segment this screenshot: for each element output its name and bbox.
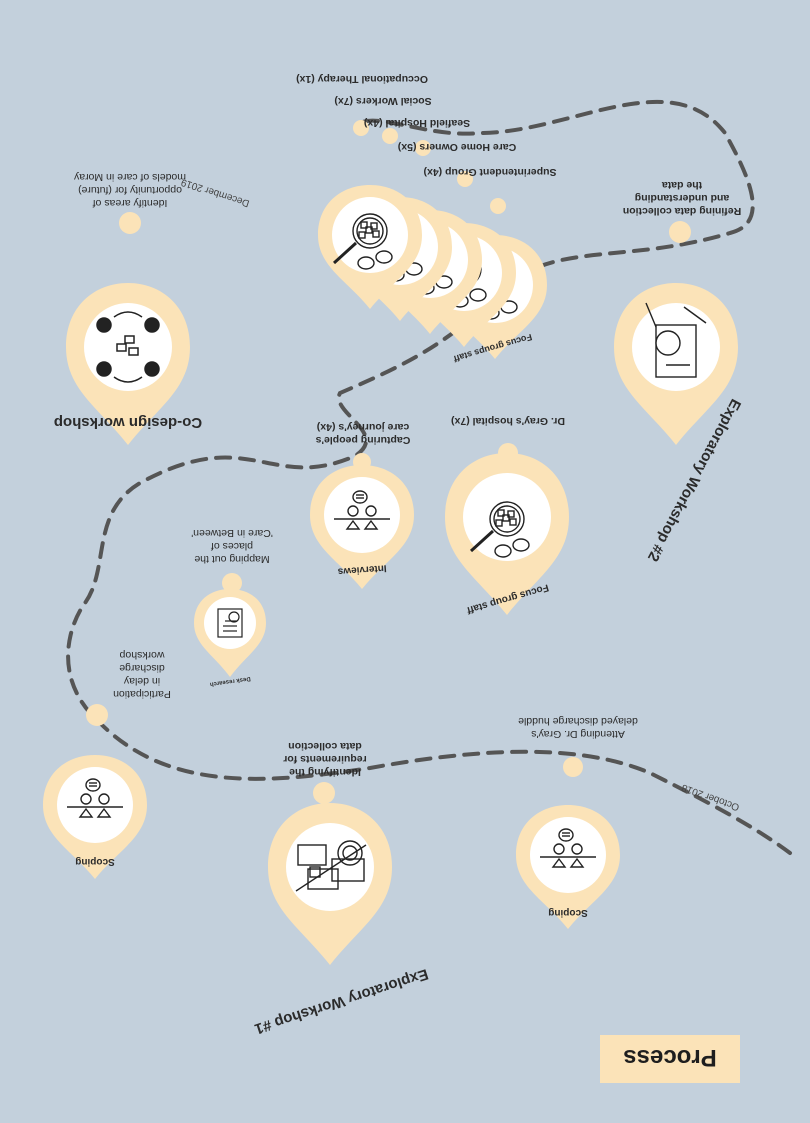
- refining-caption: Refining data collection and understandi…: [623, 179, 741, 217]
- group-superintendent: Superintendent Group (4x): [423, 166, 556, 178]
- mapping-caption: Mapping out the places of 'Care in Betwe…: [191, 527, 273, 565]
- header: Process: [600, 1035, 740, 1083]
- svg-text:discharge: discharge: [119, 662, 165, 674]
- svg-text:the data: the data: [662, 179, 702, 191]
- delay-workshop-caption: Participation in delay discharge worksho…: [113, 649, 171, 700]
- identify-caption: Identify areas of opportunity for (futur…: [73, 171, 186, 209]
- milestone-exploratory-workshop-2: Exploratory Workshop #2: [614, 221, 744, 564]
- svg-text:and understanding: and understanding: [635, 192, 730, 204]
- gray-hospital-caption: Dr. Gray's hospital (7x): [451, 415, 565, 427]
- scoping-2-label: Scoping: [75, 856, 114, 867]
- svg-text:workshop: workshop: [119, 649, 165, 661]
- milestone-focus-groups-stack: Focus groups staff: [318, 120, 547, 364]
- groups-list: Superintendent Group (4x) Care Home Owne…: [296, 73, 556, 178]
- milestone-desk-research: Desk research: [194, 589, 266, 687]
- group-occupational-therapy: Occupational Therapy (1x): [296, 73, 428, 85]
- svg-text:in delay: in delay: [123, 675, 160, 687]
- group-care-home-owners: Care Home Owners (5x): [398, 141, 516, 153]
- end-date-label: December 2019: [179, 176, 250, 209]
- milestone-exploratory-workshop-1: Exploratory Workshop #1: [252, 782, 430, 1037]
- interviews-label: Interviews: [337, 562, 387, 576]
- svg-text:delayed discharge huddle: delayed discharge huddle: [518, 715, 638, 727]
- milestone-codesign-workshop: Co-design workshop: [54, 212, 202, 445]
- group-seafield: Seafield Hospital (4x): [364, 117, 470, 129]
- timeline-path: [66, 99, 792, 855]
- workshop-1-label: Exploratory Workshop #1: [252, 965, 430, 1037]
- svg-text:'Care in Between': 'Care in Between': [191, 527, 273, 539]
- svg-text:Capturing people's: Capturing people's: [316, 434, 411, 446]
- start-date-label: October 2018: [680, 781, 741, 812]
- milestone-scoping-1: Scoping: [516, 757, 620, 929]
- codesign-label: Co-design workshop: [54, 414, 202, 431]
- desk-research-label: Desk research: [209, 675, 251, 687]
- svg-text:Participation: Participation: [113, 688, 171, 700]
- svg-text:Attending Dr. Gray's: Attending Dr. Gray's: [531, 728, 625, 740]
- svg-text:Mapping out the: Mapping out the: [194, 553, 269, 565]
- svg-text:opportunity for (future): opportunity for (future): [78, 184, 182, 196]
- svg-text:data collection: data collection: [288, 740, 362, 752]
- svg-text:places of: places of: [211, 540, 253, 552]
- svg-text:Identifying the: Identifying the: [289, 766, 361, 778]
- requirements-caption: Identifying the requirements for data co…: [283, 740, 366, 778]
- milestone-interviews: Interviews: [222, 465, 414, 593]
- milestone-scoping-2: Scoping: [43, 704, 147, 879]
- page-title: Process: [623, 1044, 716, 1071]
- svg-text:Refining data collection: Refining data collection: [623, 205, 741, 217]
- svg-text:models of care in Moray: models of care in Moray: [73, 171, 186, 183]
- svg-text:care journey's (4x): care journey's (4x): [317, 421, 409, 433]
- huddle-caption: Attending Dr. Gray's delayed discharge h…: [518, 715, 638, 740]
- svg-text:Identify areas of: Identify areas of: [93, 197, 168, 209]
- svg-text:requirements for: requirements for: [283, 753, 366, 765]
- group-social-workers: Social Workers (7x): [334, 95, 431, 107]
- journeys-caption: Capturing people's care journey's (4x): [316, 421, 411, 446]
- scoping-1-label: Scoping: [548, 907, 587, 918]
